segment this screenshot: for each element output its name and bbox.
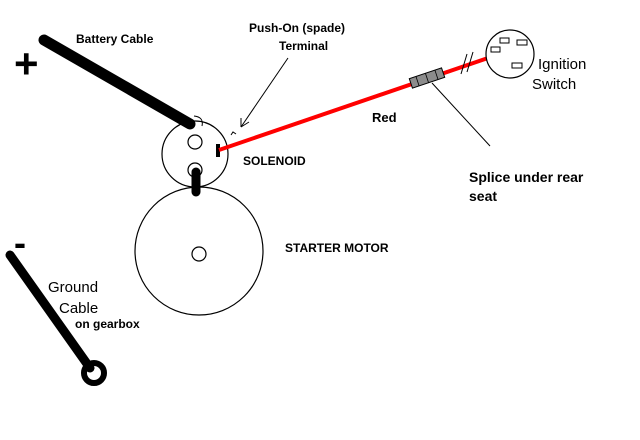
push-on-label-line2: Terminal <box>279 39 328 53</box>
starter-motor-icon <box>134 186 264 316</box>
splice-label-line1: Splice under rear <box>469 169 584 185</box>
ground-cable <box>5 250 95 373</box>
spade-terminal <box>216 144 220 157</box>
ground-lug-icon <box>81 360 107 386</box>
battery-cable-clip <box>193 115 203 127</box>
solenoid-upper-terminal <box>187 134 203 150</box>
ground-label-line2: Cable <box>59 300 98 317</box>
starter-motor-center <box>191 246 207 262</box>
plus-sign: + <box>14 40 39 87</box>
push-on-leader-arrow <box>240 118 250 128</box>
ground-label-line3: on gearbox <box>75 317 140 331</box>
battery-cable-label: Battery Cable <box>76 32 154 46</box>
ignition-label-line2: Switch <box>532 76 576 93</box>
starter-motor-label: STARTER MOTOR <box>285 241 389 255</box>
spade-connector-mark <box>230 131 237 136</box>
ground-label-line1: Ground <box>48 279 98 296</box>
splice-label-line2: seat <box>469 188 497 204</box>
red-wire <box>218 56 489 152</box>
solenoid-label: SOLENOID <box>243 154 306 168</box>
battery-cable <box>38 34 196 130</box>
wire-break-mark-2 <box>466 51 474 73</box>
splice-leader <box>431 82 491 147</box>
splice-icon <box>408 67 446 89</box>
red-wire-label: Red <box>372 110 397 125</box>
minus-sign: - <box>14 222 26 263</box>
push-on-label-line1: Push-On (spade) <box>249 21 345 35</box>
ignition-switch-icon <box>485 29 535 79</box>
wire-break-mark-1 <box>460 53 468 75</box>
push-on-leader <box>240 57 289 128</box>
ignition-label-line1: Ignition <box>538 56 586 73</box>
